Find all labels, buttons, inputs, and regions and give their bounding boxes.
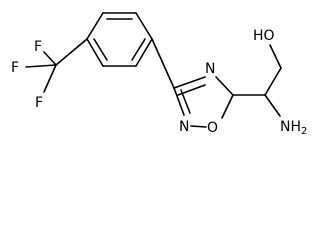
chemical-structure-diagram: F F F N N O HO NH2	[11, 12, 307, 137]
n4-c5-bond	[215, 76, 234, 96]
n2-c3-bond	[173, 87, 185, 116]
benzene-to-oxadiazole-bond	[151, 38, 175, 89]
ring-to-cf3-bond	[55, 38, 88, 66]
c-f-bond-left	[25, 64, 57, 68]
ring-nitrogen-top-label: N	[205, 61, 215, 77]
oxadiazole-ring: N N O	[151, 38, 234, 136]
trifluoromethyl-group: F F F	[11, 38, 88, 111]
ring-oxygen-label: O	[207, 120, 218, 136]
amine-label: NH2	[280, 119, 307, 137]
chiral-carbon-to-ch2-bond	[264, 67, 282, 96]
o1-n2-bond	[190, 125, 207, 128]
amine-main-text: NH	[280, 119, 301, 135]
c-f-bond-top	[43, 51, 57, 66]
benzene-bond-3	[135, 38, 153, 67]
benzene-bond-2	[135, 12, 153, 40]
fluorine-bottom-label: F	[35, 95, 43, 111]
amino-ethanol-side-chain: HO NH2	[232, 28, 307, 137]
n2-c3-double-bond	[180, 89, 191, 114]
fluorine-left-label: F	[11, 60, 19, 76]
ch2-to-oh-bond	[269, 44, 282, 69]
benzene-double-bond-left	[93, 38, 108, 61]
benzene-bond-6	[86, 12, 104, 40]
ring-nitrogen-bottom-label: N	[179, 119, 189, 135]
benzene-ring	[86, 12, 153, 67]
c-f-bond-bottom	[43, 64, 57, 93]
amine-subscript: 2	[301, 126, 307, 137]
c5-o1-bond	[221, 94, 234, 119]
chiral-carbon-to-nh2-bond	[264, 94, 281, 117]
benzene-double-bond-right	[131, 38, 146, 61]
benzene-bond-5	[86, 38, 104, 67]
c3-n4-bond	[173, 76, 206, 89]
fluorine-top-label: F	[34, 39, 42, 55]
hydroxyl-label: HO	[253, 28, 275, 44]
